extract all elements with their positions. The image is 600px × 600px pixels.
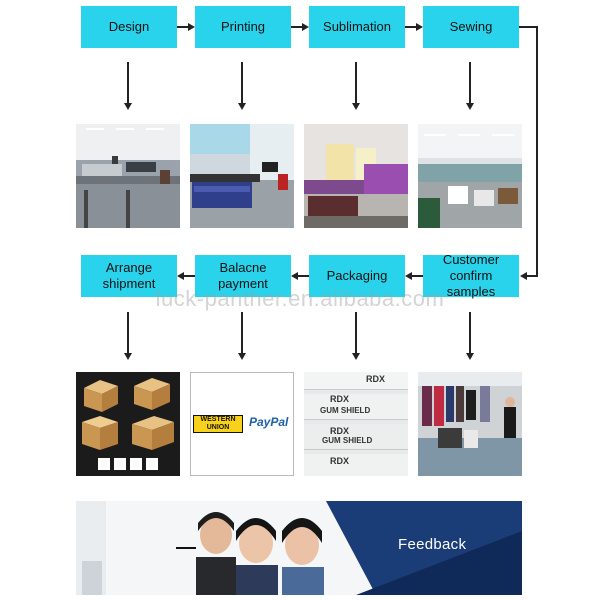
package-product-label: GUM SHIELD	[322, 436, 373, 445]
western-union-logo: WESTERN UNION	[193, 415, 243, 433]
package-product-label: GUM SHIELD	[320, 406, 371, 415]
arrow-down-icon	[238, 312, 246, 360]
connector-line	[519, 26, 537, 28]
design-office-photo	[76, 124, 180, 228]
box-icon	[82, 416, 118, 450]
paypal-logo: PayPal	[249, 415, 289, 429]
step-sewing: Sewing	[423, 6, 519, 48]
packaging-boxes-photo: RDX RDX GUM SHIELD RDX GUM SHIELD RDX	[304, 372, 408, 476]
sewing-workshop-photo	[418, 124, 522, 228]
arrow-down-icon	[352, 62, 360, 110]
step-customer-confirm-samples: Customer confirm samples	[423, 252, 519, 299]
box-icon	[84, 380, 118, 412]
arrow-left-icon	[177, 272, 195, 280]
arrow-down-icon	[466, 62, 474, 110]
sample-showroom-photo	[418, 372, 522, 476]
arrow-down-icon	[466, 312, 474, 360]
watermark: luck-panther.en.alibaba.com	[155, 286, 445, 311]
customer-service-staff-image	[176, 512, 324, 595]
step-packaging: Packaging	[309, 255, 405, 297]
shipping-boxes-image	[76, 372, 180, 476]
arrow-down-icon	[238, 62, 246, 110]
package-brand-label: RDX	[330, 394, 350, 404]
connector-line	[536, 26, 538, 276]
box-icon	[134, 378, 170, 410]
sublimation-press-photo	[304, 124, 408, 228]
arrow-left-icon	[291, 272, 309, 280]
step-arrange-shipment: Arrange shipment	[81, 255, 177, 297]
feedback-label[interactable]: Feedback	[398, 536, 467, 553]
package-brand-label: RDX	[330, 426, 350, 436]
arrow-down-icon	[124, 312, 132, 360]
arrow-left-icon	[405, 272, 423, 280]
payment-methods-panel: WESTERN UNION PayPal	[190, 372, 294, 476]
arrow-right-icon	[405, 23, 423, 31]
printing-machine-photo	[190, 124, 294, 228]
box-icon	[132, 416, 174, 450]
feedback-banner[interactable]: Feedback	[76, 501, 522, 595]
arrow-left-icon	[520, 272, 538, 280]
step-sublimation: Sublimation	[309, 6, 405, 48]
arrow-right-icon	[291, 23, 309, 31]
package-brand-label: RDX	[330, 456, 350, 466]
step-design: Design	[81, 6, 177, 48]
package-brand-label: RDX	[366, 374, 386, 384]
arrow-down-icon	[124, 62, 132, 110]
arrow-right-icon	[177, 23, 195, 31]
arrow-down-icon	[352, 312, 360, 360]
step-balance-payment: Balacne payment	[195, 255, 291, 297]
step-printing: Printing	[195, 6, 291, 48]
